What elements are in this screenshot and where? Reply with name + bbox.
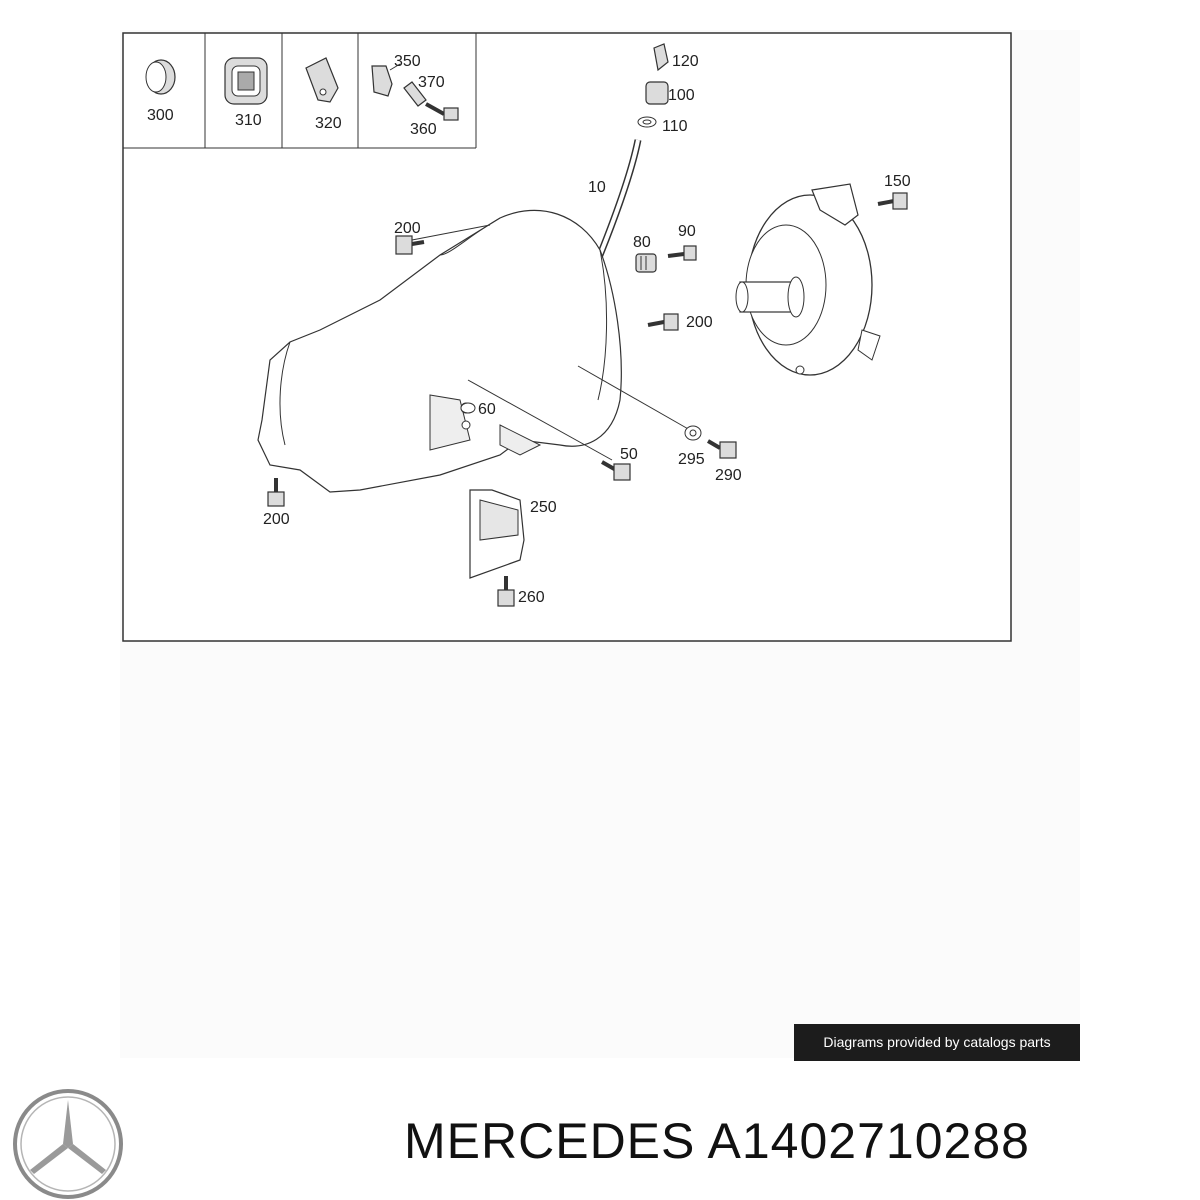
callout-90: 90 — [678, 223, 696, 240]
dipstick-cap-icon — [637, 43, 669, 128]
callout-150: 150 — [884, 173, 911, 190]
callout-10: 10 — [588, 179, 606, 196]
callout-120: 120 — [672, 53, 699, 70]
brand-name: MERCEDES — [404, 1113, 696, 1169]
bolt-200-top-icon — [395, 235, 425, 255]
callout-80: 80 — [633, 234, 651, 251]
callout-50: 50 — [620, 446, 638, 463]
mercedes-star-logo — [13, 1089, 123, 1199]
bolt-icon — [425, 102, 459, 121]
callout-250: 250 — [530, 499, 557, 516]
bolt-150-icon — [877, 192, 908, 210]
bolt-260-icon — [497, 576, 515, 607]
bolt-90-icon — [667, 245, 697, 261]
bolt-200-mid-icon — [647, 313, 679, 331]
inset-label-310: 310 — [235, 112, 262, 129]
bolt-50-icon — [601, 460, 631, 481]
callout-100: 100 — [668, 87, 695, 104]
callout-295: 295 — [678, 451, 705, 468]
part-number: A1402710288 — [707, 1113, 1030, 1169]
inset-table — [123, 33, 477, 149]
heat-shield-250-icon — [469, 489, 525, 579]
callout-200-bottom: 200 — [263, 511, 290, 528]
callout-260: 260 — [518, 589, 545, 606]
sleeve-icon — [403, 81, 427, 107]
washer-295-icon — [684, 425, 702, 441]
seal-60-icon — [460, 402, 476, 414]
inset-label-320: 320 — [315, 115, 342, 132]
clip-80-icon — [635, 253, 657, 273]
callout-200-mid: 200 — [686, 314, 713, 331]
callout-60: 60 — [478, 401, 496, 418]
product-title: MERCEDES A1402710288 — [404, 1112, 1030, 1170]
callout-200-top: 200 — [394, 220, 421, 237]
callout-290: 290 — [715, 467, 742, 484]
torque-converter — [735, 183, 881, 376]
inset-label-350: 350 — [394, 53, 421, 70]
transmission-housing — [257, 209, 622, 493]
inset-label-370: 370 — [418, 74, 445, 91]
gasket-plate-icon — [224, 57, 268, 105]
bracket-clip-icon — [371, 63, 401, 97]
callout-110: 110 — [662, 118, 688, 135]
bolt-200-bottom-icon — [267, 478, 285, 507]
bolt-290-icon — [706, 439, 737, 459]
cover-plate-icon — [305, 57, 339, 103]
inset-label-300: 300 — [147, 107, 174, 124]
diagram-credit-banner: Diagrams provided by catalogs parts — [794, 1024, 1080, 1061]
plug-cap-icon — [145, 59, 176, 95]
inset-label-360: 360 — [410, 121, 437, 138]
